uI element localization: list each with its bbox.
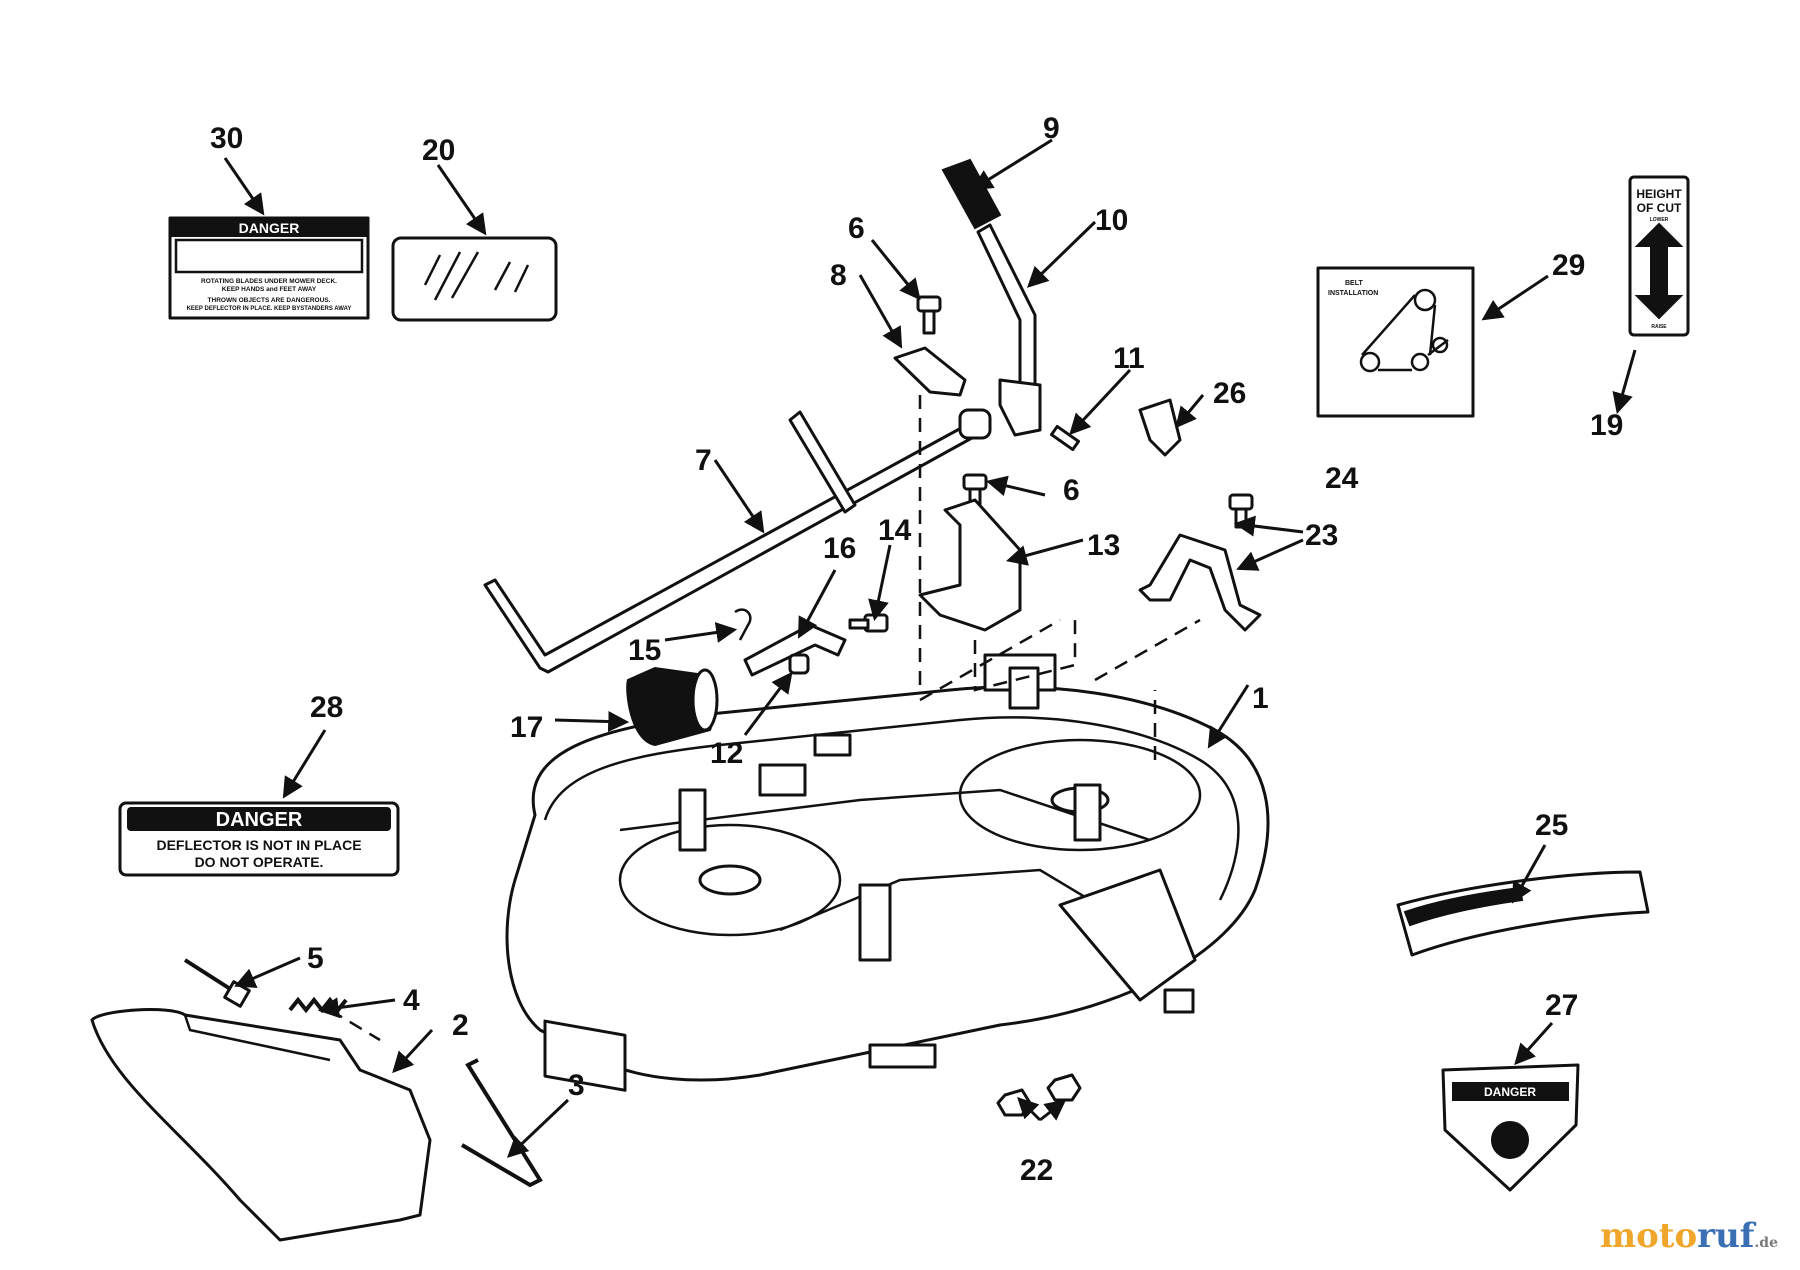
callout-19: 19 bbox=[1590, 409, 1623, 442]
callout-14: 14 bbox=[878, 514, 912, 547]
svg-text:DANGER: DANGER bbox=[1484, 1085, 1536, 1099]
callout-1: 1 bbox=[1252, 682, 1269, 715]
callout-22: 22 bbox=[1020, 1154, 1053, 1187]
callout-28: 28 bbox=[310, 691, 343, 724]
callout-12: 12 bbox=[710, 737, 743, 770]
height-of-cut-decal-part-19: HEIGHT OF CUT LOWER RAISE bbox=[1628, 175, 1690, 337]
svg-text:DANGER: DANGER bbox=[216, 809, 303, 831]
leader-arrows bbox=[223, 138, 1637, 1158]
assembly-line bbox=[329, 1008, 381, 1042]
lift-shaft bbox=[483, 408, 992, 674]
danger-decal-part-28: DANGER DEFLECTOR IS NOT IN PLACE DO NOT … bbox=[118, 801, 400, 877]
callout-26: 26 bbox=[1213, 377, 1246, 410]
callout-24: 24 bbox=[1325, 462, 1359, 495]
callout-29: 29 bbox=[1552, 249, 1585, 282]
svg-text:RAISE: RAISE bbox=[1651, 324, 1667, 330]
window-decal-part-20 bbox=[391, 236, 558, 322]
svg-text:DANGER: DANGER bbox=[239, 220, 300, 236]
callout-10: 10 bbox=[1095, 204, 1128, 237]
svg-text:THROWN OBJECTS ARE DANGEROUS.: THROWN OBJECTS ARE DANGEROUS. bbox=[208, 297, 331, 304]
svg-text:KEEP DEFLECTOR IN PLACE. KEEP: KEEP DEFLECTOR IN PLACE. KEEP BYSTANDERS… bbox=[187, 306, 352, 312]
callout-8: 8 bbox=[830, 259, 847, 292]
discharge-deflector bbox=[90, 1008, 432, 1242]
belt-installation-decal-part-29: BELT INSTALLATION bbox=[1316, 266, 1475, 418]
bracket-part-26 bbox=[1138, 398, 1182, 457]
svg-text:BELT: BELT bbox=[1345, 280, 1363, 287]
danger-decal-part-30: DANGER ROTATING BLADES UNDER MOWER DECK.… bbox=[168, 216, 370, 320]
assembly-line bbox=[919, 618, 1061, 702]
spacer-part-12 bbox=[788, 653, 810, 675]
callout-20: 20 bbox=[422, 134, 455, 167]
bracket-part-23 bbox=[1138, 533, 1262, 632]
bolt-part-6-upper bbox=[916, 295, 942, 335]
pin-part-11 bbox=[1049, 424, 1081, 452]
watermark-part-3: .de bbox=[1754, 1235, 1778, 1251]
callout-6-lower: 6 bbox=[1063, 474, 1080, 507]
deflector-rod bbox=[460, 1058, 543, 1188]
callout-27: 27 bbox=[1545, 989, 1578, 1022]
svg-text:LOWER: LOWER bbox=[1650, 217, 1669, 223]
callout-labels: 1 2 3 4 5 6 6 7 8 9 10 11 12 13 14 15 16… bbox=[210, 112, 1623, 1187]
svg-text:HEIGHT: HEIGHT bbox=[1636, 187, 1682, 201]
warning-decal-part-25 bbox=[1396, 870, 1650, 957]
bolt-part-24 bbox=[1228, 493, 1254, 529]
gauge-roller-part-17 bbox=[626, 666, 719, 747]
callout-3: 3 bbox=[568, 1069, 585, 1102]
svg-text:DO NOT OPERATE.: DO NOT OPERATE. bbox=[195, 854, 324, 870]
danger-decal-part-27: DANGER bbox=[1441, 1063, 1580, 1192]
assembly-line bbox=[1094, 618, 1201, 682]
callout-23: 23 bbox=[1305, 519, 1338, 552]
svg-text:DEFLECTOR IS NOT IN PLACE: DEFLECTOR IS NOT IN PLACE bbox=[156, 837, 361, 853]
svg-text:INSTALLATION: INSTALLATION bbox=[1328, 290, 1378, 297]
watermark-part-1: moto bbox=[1600, 1216, 1698, 1256]
mower-deck bbox=[505, 653, 1270, 1092]
assembly-line bbox=[973, 615, 1077, 692]
callout-13: 13 bbox=[1087, 529, 1120, 562]
callout-4: 4 bbox=[403, 984, 420, 1017]
nut-part-22-left bbox=[996, 1088, 1032, 1117]
callout-2: 2 bbox=[452, 1009, 469, 1042]
callout-6-upper: 6 bbox=[848, 212, 865, 245]
lift-lever bbox=[976, 223, 1042, 437]
svg-text:ROTATING BLADES UNDER MOWER DE: ROTATING BLADES UNDER MOWER DECK. bbox=[201, 278, 337, 285]
watermark-part-2: ruf bbox=[1697, 1216, 1755, 1256]
svg-text:OF CUT: OF CUT bbox=[1637, 201, 1682, 215]
svg-text:KEEP HANDS and FEET AWAY: KEEP HANDS and FEET AWAY bbox=[222, 286, 317, 293]
lever-grip-part-9 bbox=[941, 158, 1002, 230]
bracket-part-8 bbox=[893, 346, 967, 397]
nut-part-22-right bbox=[1046, 1073, 1082, 1102]
callout-16: 16 bbox=[823, 532, 856, 565]
callout-7: 7 bbox=[695, 444, 712, 477]
watermark-logo: motoruf.de bbox=[1600, 1216, 1778, 1256]
callout-25: 25 bbox=[1535, 809, 1568, 842]
bolt-part-14 bbox=[848, 613, 889, 633]
callout-17: 17 bbox=[510, 711, 543, 744]
callout-5: 5 bbox=[307, 942, 324, 975]
callout-30: 30 bbox=[210, 122, 243, 155]
clip-part-15 bbox=[734, 608, 752, 641]
callout-9: 9 bbox=[1043, 112, 1060, 145]
pivot-bracket-part-13 bbox=[918, 498, 1022, 632]
callout-11: 11 bbox=[1113, 342, 1145, 375]
callout-15: 15 bbox=[628, 634, 661, 667]
